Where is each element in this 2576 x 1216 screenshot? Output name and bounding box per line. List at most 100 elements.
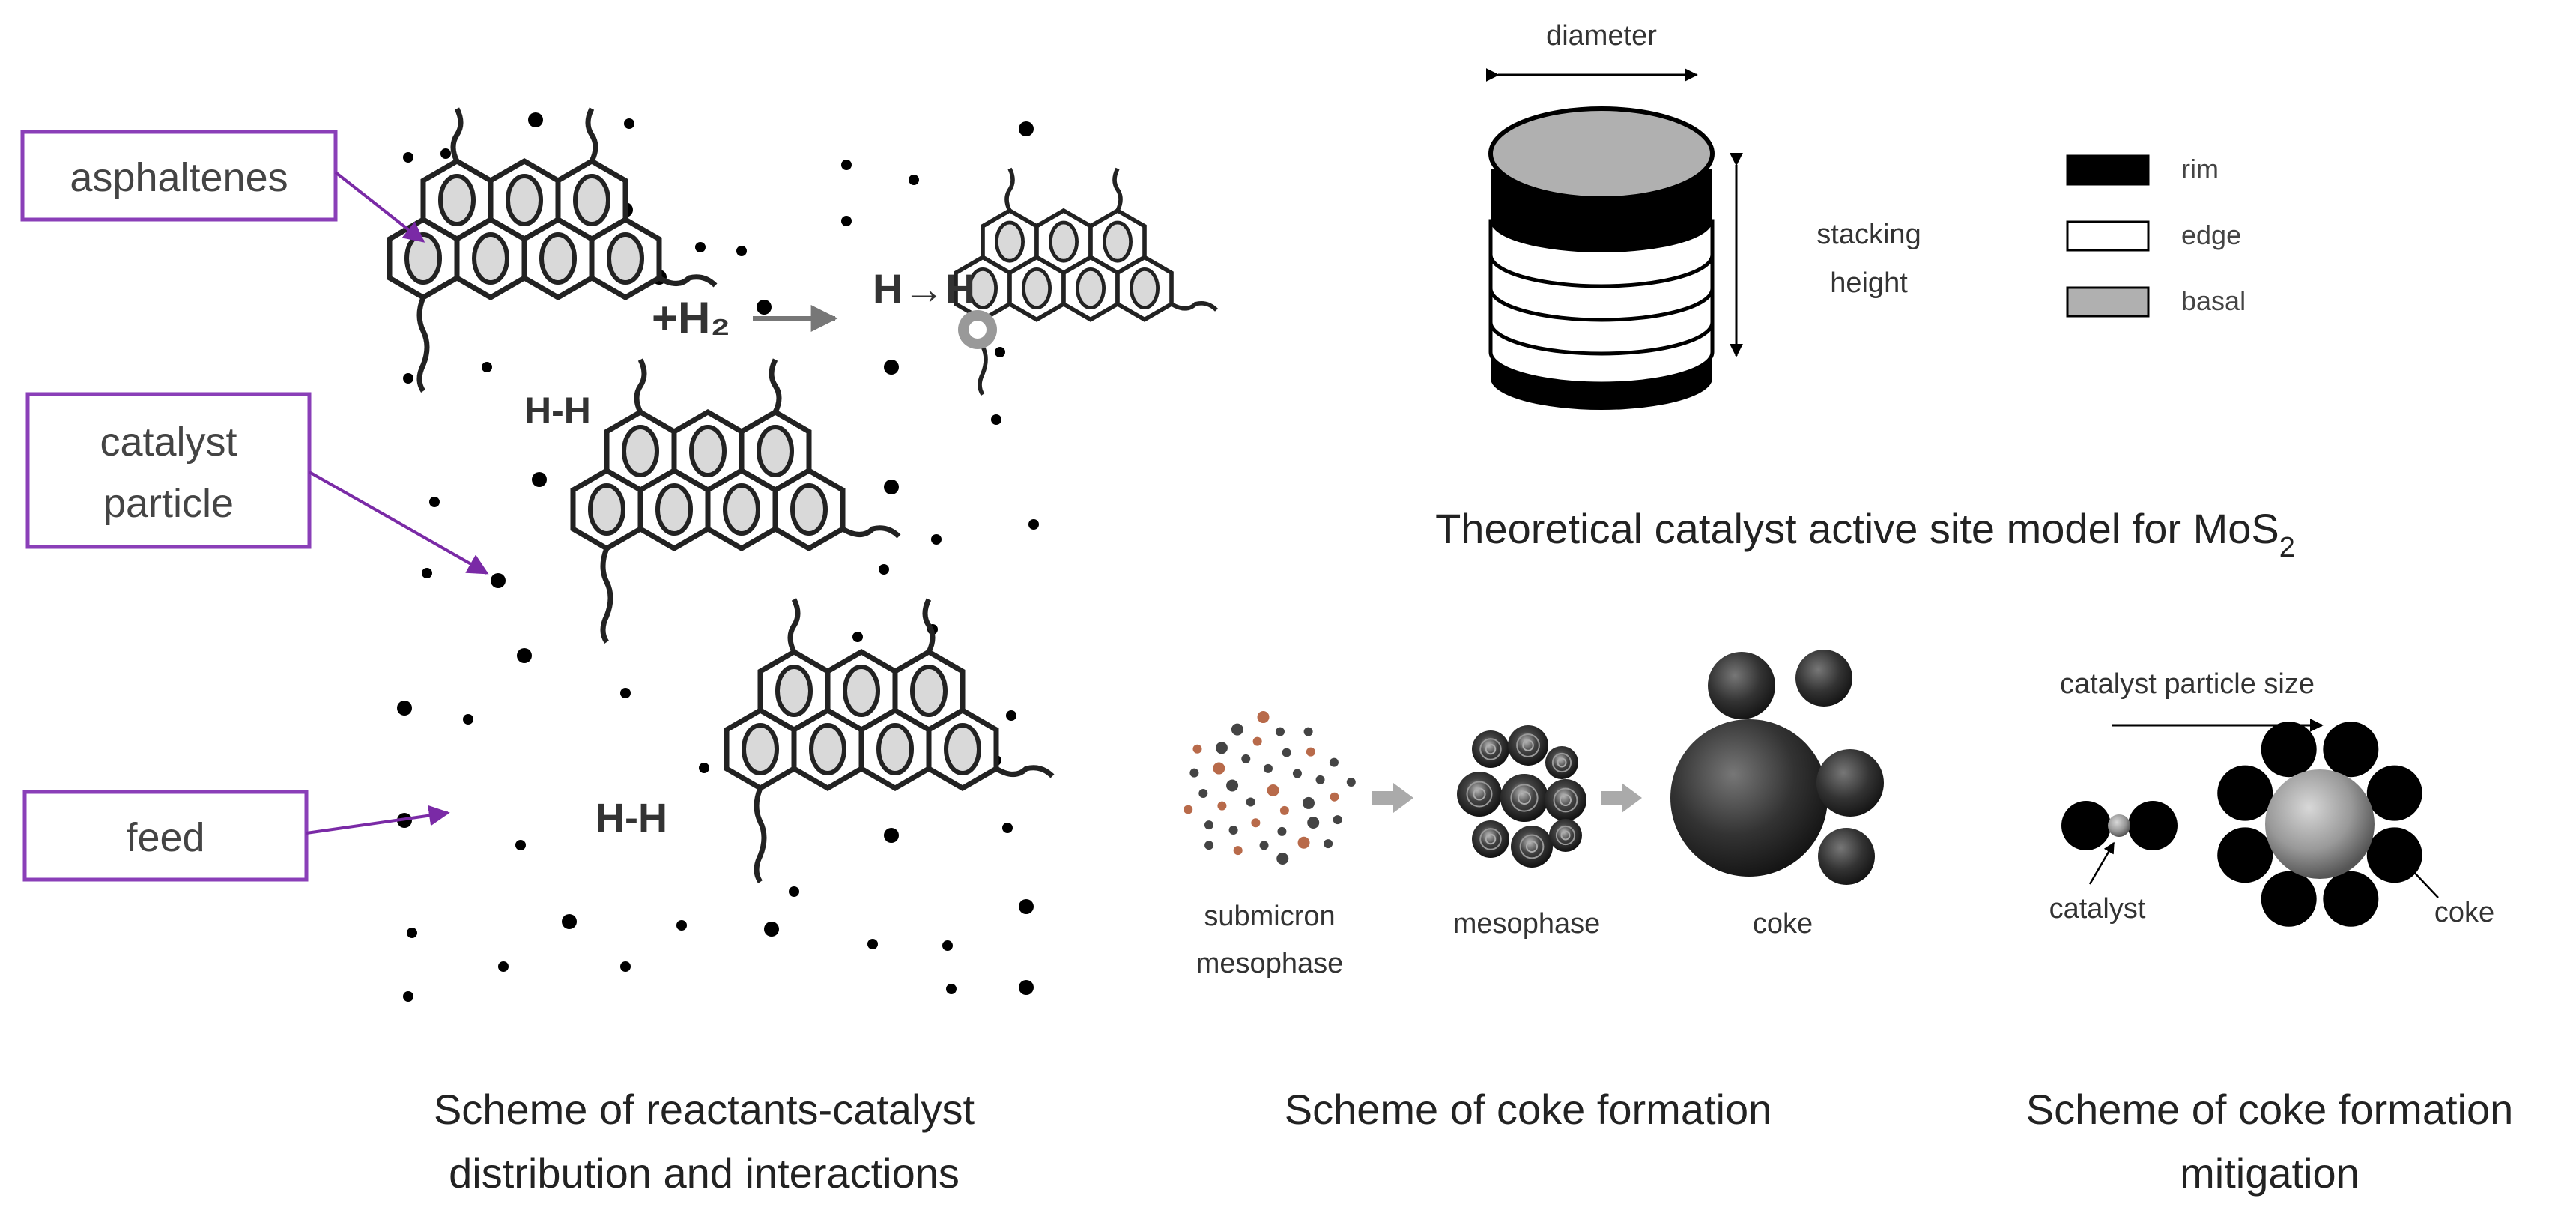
stacking-label-line1: stacking [1816, 219, 1921, 250]
catalyst-dot [491, 573, 506, 588]
legend-swatch-edge [2066, 220, 2150, 252]
catalyst-particle-label-box: catalyst particle [25, 392, 312, 549]
mitigation-caption-line1: Scheme of coke formation [2026, 1086, 2514, 1133]
catalyst-dot [764, 922, 779, 937]
catalyst-dot [867, 939, 878, 949]
catalyst-dot [879, 564, 889, 575]
active-site-model: diameter stacking height rim edge [1435, 20, 2295, 563]
catalyst-dot [1002, 823, 1013, 833]
reactants-caption-line2: distribution and interactions [449, 1149, 960, 1197]
coke-formation-caption: Scheme of coke formation [1285, 1086, 1772, 1133]
asphaltene-molecule [727, 598, 1055, 883]
catalyst-dot [736, 246, 747, 256]
catalyst-star-icon [958, 310, 997, 349]
mos2-stack [1488, 106, 1715, 410]
catalyst-dot [482, 362, 492, 372]
catalyst-dot [403, 373, 413, 384]
coke-sphere [2128, 801, 2178, 850]
catalyst-dot [528, 112, 543, 127]
catalyst-dot [841, 160, 852, 170]
plus-h2-text: +H₂ [652, 293, 730, 343]
catalyst-dot [532, 472, 547, 487]
catalyst-dot [397, 701, 412, 716]
mitigation-caption-line2: mitigation [2180, 1149, 2360, 1197]
catalyst-dot [1019, 980, 1034, 995]
reactants-scheme: +H₂ H→H H-H H-H asphaltenes catalyst par… [20, 107, 1218, 1197]
legend-swatch-rim [2066, 154, 2150, 186]
small-catalyst-sphere [2108, 814, 2130, 837]
catalyst-dot [403, 152, 413, 163]
submicron-mesophase-cluster [1184, 711, 1356, 865]
catalyst-dot [841, 216, 852, 226]
catalyst-label-line1: catalyst [100, 420, 237, 465]
coke-small-2 [1795, 650, 1852, 707]
catalyst-dot [676, 920, 687, 931]
catalyst-dot [517, 648, 532, 663]
catalyst-particle-size-label: catalyst particle size [2060, 668, 2315, 700]
catalyst-dot [407, 928, 417, 938]
active-site-caption: Theoretical catalyst active site model f… [1435, 505, 2295, 563]
catalyst-dot [440, 148, 451, 159]
legend-label-basal: basal [2181, 285, 2246, 316]
catalyst-dot [1019, 121, 1034, 136]
large-catalyst-sphere [2265, 769, 2375, 879]
catalyst-pointer-arrow [2088, 841, 2115, 885]
catalyst-dot [789, 886, 799, 897]
catalyst-dot [884, 828, 899, 843]
reactants-caption-line1: Scheme of reactants-catalyst [434, 1086, 975, 1133]
legend-label-edge: edge [2181, 220, 2241, 250]
mesophase-label: mesophase [1453, 908, 1600, 940]
coke-label: coke [1753, 908, 1813, 940]
coke-large [1670, 719, 1828, 877]
catalyst-dot [909, 175, 919, 185]
catalyst-dot [1019, 899, 1034, 914]
coke-small-1 [1708, 652, 1775, 719]
legend-swatch-basal [2066, 286, 2150, 318]
h-arrow-h-text: H→H [873, 265, 975, 312]
mesophase-spheres [1457, 725, 1586, 868]
catalyst-dot [498, 961, 509, 972]
catalyst-dot [620, 961, 631, 972]
catalyst-dot [931, 534, 942, 545]
legend-label-rim: rim [2181, 154, 2219, 184]
asphaltene-molecule [390, 107, 718, 393]
coke-pointer-arrow [2395, 853, 2439, 898]
catalyst-dot [624, 118, 634, 129]
asphaltene-molecules [390, 107, 1218, 883]
coke-ring [2217, 722, 2422, 927]
catalyst-dot [403, 991, 413, 1002]
catalyst-dot [695, 242, 706, 252]
catalyst-dot [884, 480, 899, 494]
catalyst-dot [1028, 519, 1039, 530]
h-h-text-2: H-H [595, 796, 667, 841]
catalyst-label-line2: particle [103, 481, 234, 526]
catalyst-dot [942, 940, 953, 951]
catalyst-label: catalyst [2049, 893, 2146, 925]
asphaltene-molecule [573, 358, 901, 644]
coke-label-mitigation: coke [2434, 897, 2494, 928]
coke-mitigation-scheme: catalyst particle size catalyst coke Sch… [2026, 668, 2514, 1197]
coke-formation-scheme: submicron mesophase mesophase coke Schem… [1184, 650, 1884, 1133]
catalyst-dot [699, 763, 709, 773]
catalyst-dot [429, 497, 440, 507]
stage-arrow-2 [1601, 783, 1642, 813]
stage-arrow-1 [1372, 783, 1413, 813]
catalyst-dot [1006, 710, 1016, 721]
catalyst-dot [422, 568, 432, 578]
coke-small-4 [1818, 828, 1875, 885]
diameter-label: diameter [1546, 20, 1657, 52]
stacking-label-line2: height [1830, 267, 1908, 299]
asphaltenes-label: asphaltenes [70, 155, 288, 200]
catalyst-dot [620, 688, 631, 698]
catalyst-dot [515, 840, 526, 850]
submicron-label-line2: mesophase [1196, 948, 1343, 979]
submicron-label-line1: submicron [1204, 901, 1335, 932]
catalyst-dot [852, 632, 863, 642]
catalyst-dot [757, 300, 772, 315]
feed-label: feed [126, 815, 204, 860]
asphaltenes-pointer [334, 171, 425, 243]
h-h-text-1: H-H [524, 390, 591, 432]
asphaltene-molecule [956, 167, 1218, 396]
catalyst-dot [991, 414, 1001, 425]
